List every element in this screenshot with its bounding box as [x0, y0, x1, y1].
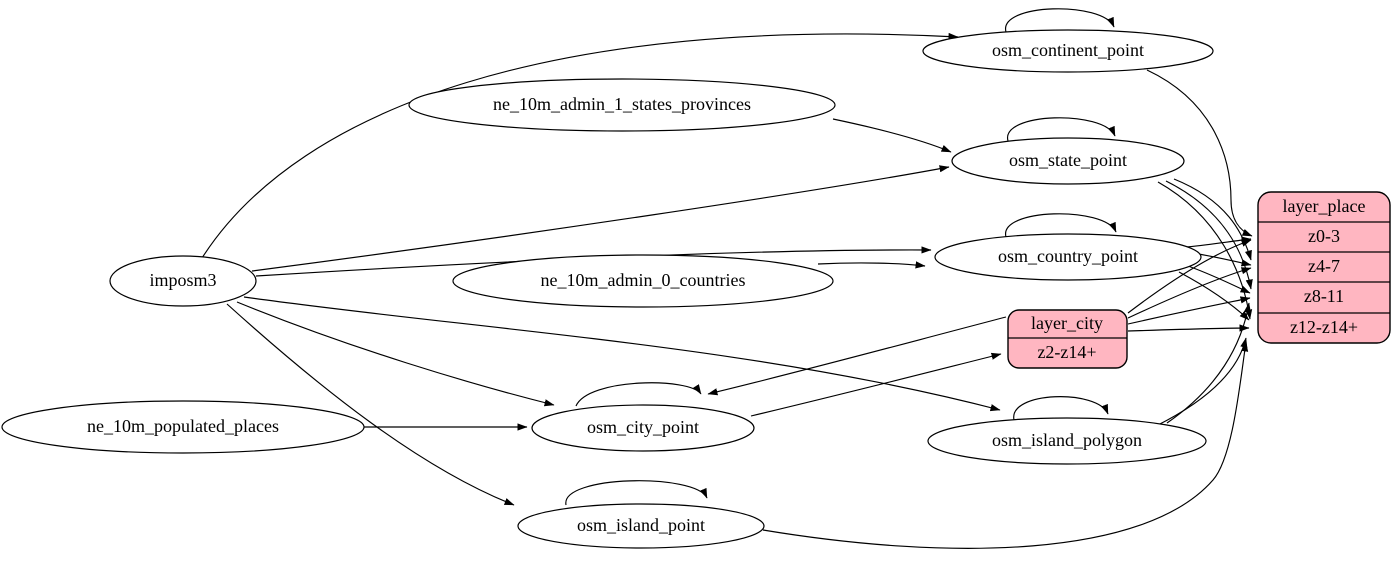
edge-imposm3-osm_island_point [226, 303, 515, 506]
ne_10m_admin_1_states_provinces-ellipse [408, 78, 836, 132]
edge-osm_country_point-layer_place-z8-11 [1187, 265, 1251, 294]
osm_country_point-ellipse [934, 233, 1202, 281]
osm_continent_point-ellipse [922, 29, 1214, 73]
imposm3-label: imposm3 [149, 270, 216, 290]
node-imposm3: imposm3 [109, 255, 257, 307]
osm_country_point-label: osm_country_point [998, 246, 1138, 266]
osm_continent_point-label: osm_continent_point [992, 40, 1144, 60]
edge-osm_country_point-layer_place-z12-z14 [1178, 271, 1250, 321]
edge-layer_city-osm_city_point [707, 316, 1007, 396]
imposm3-ellipse [109, 255, 257, 307]
node-layer_city: layer_city z2-z14+ [1007, 309, 1128, 369]
layer_place-title: layer_place [1283, 196, 1366, 216]
edge-ne_10m_admin_0_countries-osm_country_point [817, 261, 926, 269]
layer_place-box [1257, 191, 1391, 344]
osm_state_point-label: osm_state_point [1009, 150, 1127, 170]
edge-imposm3-osm_city_point [236, 301, 555, 407]
node-osm_city_point: osm_city_point [531, 404, 755, 452]
edge-layer_city-layer_place-z4-7 [1127, 267, 1252, 319]
node-layer_place: layer_place z0-3 z4-7 z8-11 z12-z14+ [1257, 191, 1391, 344]
edge-osm_country_point-layer_place-z0-3 [1186, 236, 1252, 248]
node-osm_country_point: osm_country_point [934, 233, 1202, 281]
layer_place-row-z8-11: z8-11 [1304, 286, 1344, 306]
osm_island_polygon-label: osm_island_polygon [992, 430, 1142, 450]
edge-osm_state_point-layer_place-z4-7 [1173, 178, 1252, 261]
self-loop-osm_continent_point [1005, 8, 1115, 33]
node-osm_state_point: osm_state_point [951, 137, 1185, 185]
layer_city-title: layer_city [1031, 313, 1103, 333]
node-osm_continent_point: osm_continent_point [922, 29, 1214, 73]
node-osm_island_point: osm_island_point [517, 503, 765, 549]
self-loop-osm_city_point [575, 382, 702, 407]
osm_island_polygon-ellipse [927, 417, 1207, 465]
edge-osm_island_point-layer_place-z12-z14 [762, 341, 1249, 549]
node-ne_10m_admin_0_countries: ne_10m_admin_0_countries [452, 254, 834, 308]
osm_island_point-label: osm_island_point [577, 515, 705, 535]
self-loop-osm_island_polygon [1013, 396, 1109, 421]
self-loop-osm_island_point [565, 480, 708, 506]
node-ne_10m_admin_1_states_provinces: ne_10m_admin_1_states_provinces [408, 78, 836, 132]
edge-osm_city_point-layer_city [750, 352, 1002, 417]
layer_place-row-z12-z14: z12-z14+ [1290, 317, 1358, 337]
self-loop-osm_state_point [1007, 117, 1116, 142]
edge-layer_city-layer_place-z8-11 [1127, 296, 1251, 325]
ne_10m_admin_0_countries-ellipse [452, 254, 834, 308]
edge-osm_state_point-layer_place-z8-11 [1165, 180, 1253, 290]
edge-ne_10m_admin_1_states_provinces-osm_state_point [832, 118, 952, 153]
self-loop-osm_country_point [1005, 213, 1117, 238]
edge-layer_city-layer_place-z0-3 [1127, 239, 1252, 314]
ne_10m_admin_1_states_provinces-label: ne_10m_admin_1_states_provinces [493, 94, 751, 114]
osm_island_point-ellipse [517, 503, 765, 549]
edge-imposm3-osm_island_polygon [243, 296, 1001, 412]
ne_10m_populated_places-label: ne_10m_populated_places [87, 416, 279, 436]
layer_place-row-z0-3: z0-3 [1308, 226, 1340, 246]
layer_city-box [1007, 309, 1128, 369]
layer_city-row-z2-z14: z2-z14+ [1037, 342, 1096, 362]
ne_10m_admin_0_countries-label: ne_10m_admin_0_countries [541, 270, 746, 290]
edge-imposm3-osm_continent_point [201, 32, 959, 259]
edge-layer_city-layer_place-z12-z14 [1127, 324, 1250, 332]
node-ne_10m_populated_places: ne_10m_populated_places [1, 400, 365, 454]
edge-imposm3-osm_state_point [251, 165, 950, 272]
osm_city_point-label: osm_city_point [587, 417, 699, 437]
osm_state_point-ellipse [951, 137, 1185, 185]
node-osm_island_polygon: osm_island_polygon [927, 417, 1207, 465]
layer_place-row-z4-7: z4-7 [1308, 256, 1340, 276]
osm_city_point-ellipse [531, 404, 755, 452]
edge-group [201, 8, 1253, 549]
edge-osm_continent_point-layer_place-z0-3 [1146, 69, 1253, 237]
ne_10m_populated_places-ellipse [1, 400, 365, 454]
